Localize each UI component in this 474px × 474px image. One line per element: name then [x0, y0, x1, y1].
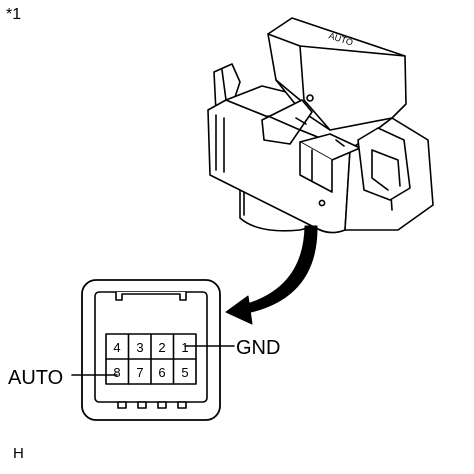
pin-8: 8 [113, 365, 120, 380]
pin-4: 4 [113, 340, 120, 355]
pin-1: 1 [181, 340, 188, 355]
window-switch-illustration [207, 17, 434, 234]
connector-face [71, 279, 235, 421]
pin-3: 3 [136, 340, 143, 355]
auto-label: AUTO [8, 367, 64, 389]
pin-5: 5 [181, 365, 188, 380]
pin-7: 7 [136, 365, 143, 380]
corner-label: H [13, 445, 24, 462]
reference-label: *1 [6, 6, 22, 23]
gnd-label: GND [236, 337, 281, 359]
pin-2: 2 [158, 340, 165, 355]
direction-arrow [225, 225, 318, 325]
pin-6: 6 [158, 365, 165, 380]
